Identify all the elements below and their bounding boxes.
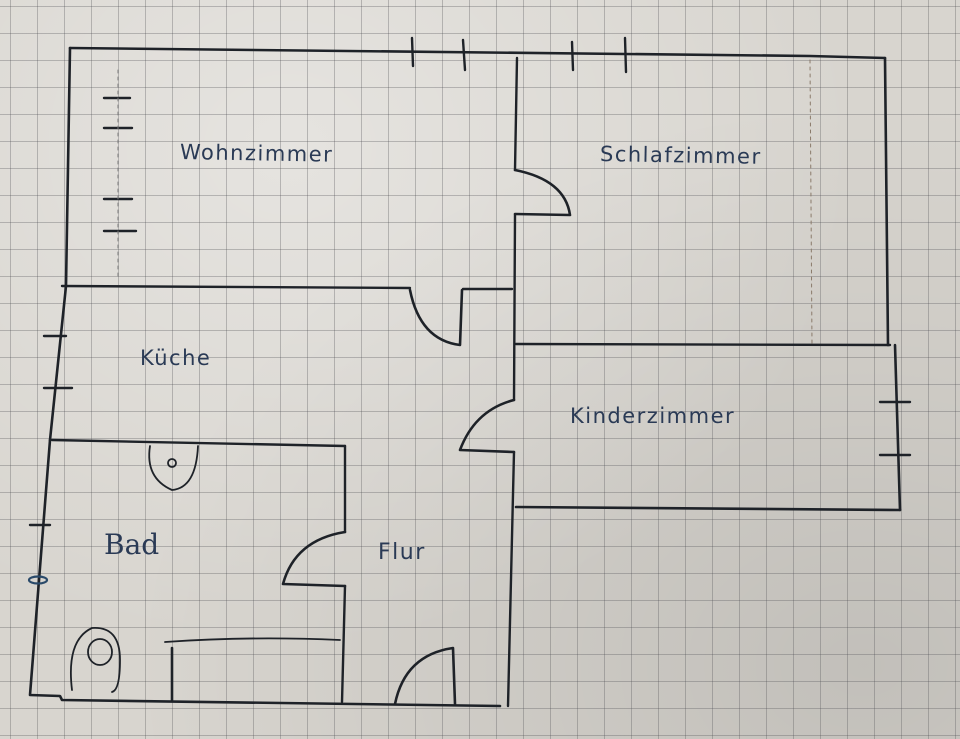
doors: [281, 168, 572, 706]
room-label-flur: Flur: [378, 540, 426, 565]
door-wohnzimmer: [408, 288, 464, 347]
door-schlafzimmer: [513, 168, 572, 217]
toilet-bowl-icon: [87, 638, 113, 666]
toilet-icon: [70, 627, 121, 693]
sink-icon: [148, 445, 199, 491]
guide-line: [809, 59, 813, 346]
door-bad: [281, 530, 347, 588]
window-marks: [28, 36, 912, 527]
door-kinderzimmer: [458, 398, 516, 454]
bathtub-icon: [164, 637, 341, 643]
room-label-kueche: Küche: [140, 346, 212, 370]
outer-walls: [28, 46, 902, 708]
bathroom-fixtures: [27, 445, 341, 702]
door-entrance: [393, 646, 457, 706]
room-label-schlafzimmer: Schlafzimmer: [599, 142, 762, 169]
interior-walls: [50, 56, 892, 708]
sink-drain-icon: [167, 458, 177, 468]
room-label-bad: Bad: [104, 528, 160, 561]
room-label-kinderzimmer: Kinderzimmer: [570, 404, 736, 428]
room-label-wohnzimmer: Wohnzimmer: [179, 140, 334, 167]
